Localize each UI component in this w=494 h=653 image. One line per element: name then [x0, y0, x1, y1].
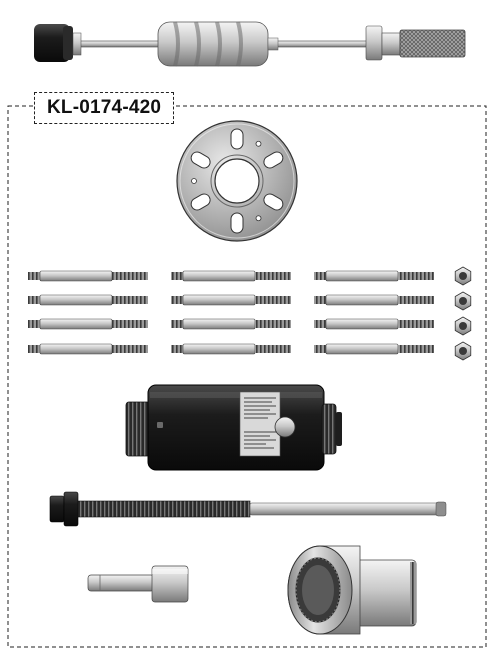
threaded-spindle-icon	[49, 491, 447, 527]
threaded-rod	[171, 270, 291, 282]
threaded-rod	[171, 294, 291, 306]
threaded-rod	[171, 318, 291, 330]
hex-nut-icon	[454, 266, 472, 361]
kit-border	[7, 105, 487, 648]
threaded-rod	[314, 270, 434, 282]
hydraulic-cylinder-icon	[125, 384, 342, 471]
nozzle-adapter-icon	[87, 565, 189, 603]
threaded-adapter-icon	[287, 545, 417, 635]
hex-nut	[454, 341, 472, 361]
hex-nut	[454, 316, 472, 336]
kit-part-number: KL-0174-420	[34, 92, 175, 124]
puller-plate-icon	[176, 120, 298, 242]
threaded-rod	[314, 343, 434, 355]
threaded-rod	[28, 270, 148, 282]
threaded-rod-icon	[28, 270, 434, 355]
threaded-rod	[314, 294, 434, 306]
threaded-rod	[314, 318, 434, 330]
threaded-rod	[28, 318, 148, 330]
slide-hammer-icon	[34, 21, 466, 67]
hex-nut	[454, 266, 472, 286]
threaded-rod	[171, 343, 291, 355]
threaded-rod	[28, 343, 148, 355]
hex-nut	[454, 291, 472, 311]
threaded-rod	[28, 294, 148, 306]
